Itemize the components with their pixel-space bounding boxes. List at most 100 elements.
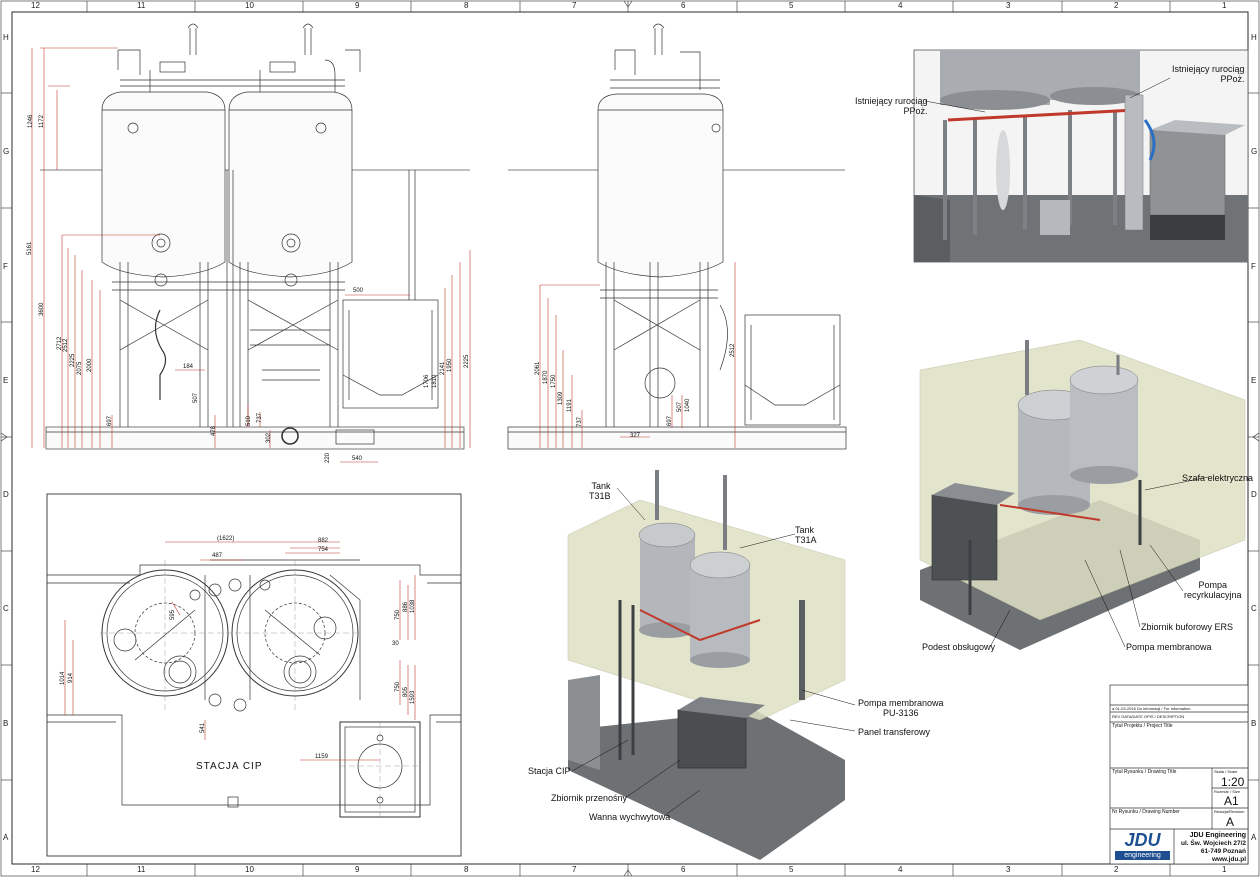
dim-front-2075: 2075 — [77, 361, 83, 375]
title-block-drawing-title-label: Tytuł Rysunku / Drawing Title — [1112, 769, 1177, 775]
drawing-border — [11, 11, 1249, 865]
grid-col-4-bottom: 4 — [898, 865, 903, 874]
dim-front-2000: 2000 — [87, 358, 93, 372]
dim-front-2225: 2225 — [70, 353, 76, 367]
front-elevation-view — [40, 23, 470, 450]
dim-side-1040: 1040 — [685, 398, 691, 412]
isometric-view-right — [919, 339, 1246, 650]
dim-side-737: 737 — [577, 416, 583, 427]
dim-plan-750-lower: 750 — [395, 681, 401, 692]
dim-side-697: 697 — [667, 415, 673, 426]
grid-col-11-bottom: 11 — [137, 865, 146, 874]
grid-col-9-bottom: 9 — [355, 865, 360, 874]
label-pompa-membranowa: Pompa membranowa — [1126, 642, 1212, 652]
label-stacja-cip: Stacja CIP — [528, 766, 571, 776]
dim-plan-1038: 1038 — [410, 599, 416, 613]
title-block-frame — [1109, 684, 1249, 865]
dim-side-1191: 1191 — [567, 399, 573, 412]
title-block-scale-value: 1:20 — [1221, 775, 1245, 789]
grid-col-7-bottom: 7 — [572, 865, 577, 874]
grid-row-a-right: A — [1251, 833, 1257, 842]
dim-front-507: 507 — [193, 392, 199, 403]
dim-plan-886: 886 — [403, 601, 409, 612]
jdu-logo-subtext: engineering — [1115, 851, 1170, 860]
grid-col-5-bottom: 5 — [789, 865, 794, 874]
grid-col-8: 8 — [464, 1, 469, 10]
grid-col-4: 4 — [898, 1, 903, 10]
title-block-revision-value: A — [1226, 815, 1235, 829]
label-szafa-elektryczna: Szafa elektryczna — [1182, 473, 1254, 483]
dim-plan-882: 882 — [318, 538, 329, 544]
title-block-size-label: Rozmiar / Size — [1214, 789, 1241, 794]
dim-front-478: 478 — [211, 425, 217, 436]
grid-col-11: 11 — [137, 1, 146, 10]
grid-col-12-bottom: 12 — [31, 865, 40, 874]
isometric-view-detail — [913, 49, 1249, 263]
dim-plan-595: 595 — [170, 609, 176, 620]
title-block-project-title-label: Tytuł Projektu / Project Title — [1112, 723, 1173, 729]
dim-plan-805: 805 — [403, 686, 409, 697]
grid-col-1-bottom: 1 — [1222, 865, 1227, 874]
dim-plan-1014: 1014 — [60, 671, 66, 685]
dim-plan-1159: 1159 — [315, 754, 328, 760]
leader-lines — [571, 77, 1209, 817]
grid-row-g-right: G — [1251, 147, 1258, 156]
dim-front-2512: 2512 — [63, 338, 69, 352]
label-wanna-wychwytowa: Wanna wychwytowa — [589, 812, 671, 822]
dim-front-3600: 3600 — [39, 302, 45, 316]
side-elevation-view — [507, 23, 847, 450]
grid-row-a: A — [3, 833, 9, 842]
title-block-rev-row: a 01-03-2016 Do informacji / For informa… — [1112, 706, 1191, 711]
dim-front-697: 697 — [107, 415, 113, 426]
company-name: JDU Engineering — [1189, 832, 1246, 839]
grid-row-c-right: C — [1251, 604, 1257, 613]
grid-col-1: 1 — [1222, 1, 1227, 10]
dim-plan-1593: 1593 — [410, 690, 416, 704]
grid-col-6-bottom: 6 — [681, 865, 686, 874]
label-podest-obslugowy: Podest obsługowy — [922, 642, 996, 652]
dim-front-220: 220 — [325, 452, 331, 463]
dim-front-510: 510 — [246, 415, 252, 426]
grid-col-2: 2 — [1114, 1, 1119, 10]
grid-col-5: 5 — [789, 1, 794, 10]
dim-front-1810: 1810 — [432, 374, 438, 388]
stacja-cip-label: STACJA CIP — [196, 761, 263, 772]
grid-row-b-right: B — [1251, 719, 1257, 728]
title-block-drawing-number-label: Nr Rysunku / Drawing Number — [1112, 809, 1180, 815]
dim-side-2512: 2512 — [730, 343, 736, 357]
dim-front-184: 184 — [183, 364, 194, 370]
company-city: 61-749 Poznań — [1200, 848, 1246, 855]
grid-row-b: B — [3, 719, 9, 728]
jdu-logo-text: JDU — [1124, 830, 1161, 850]
grid-col-2-bottom: 2 — [1114, 865, 1119, 874]
front-dimension-lines — [31, 47, 471, 463]
dim-front-1706: 1706 — [424, 374, 430, 388]
dim-front-500: 500 — [353, 288, 364, 294]
dim-front-1950: 1950 — [447, 358, 453, 372]
title-block-scale-label: Skala / Scale — [1214, 769, 1238, 774]
dim-plan-30: 30 — [392, 641, 399, 647]
grid-col-3: 3 — [1006, 1, 1011, 10]
label-pompa-recyrkulacyjna: Pompa recyrkulacyjna — [1184, 580, 1242, 600]
grid-row-h-right: H — [1251, 33, 1257, 42]
dim-plan-914: 914 — [68, 672, 74, 683]
title-block-rev-header: REV DATA/DATE OPIS / DESCRIPTION — [1112, 714, 1185, 719]
jdu-logo: JDU engineering — [1115, 831, 1170, 862]
dim-side-327: 327 — [630, 433, 641, 439]
dim-side-1750: 1750 — [551, 374, 557, 388]
grid-row-d: D — [3, 490, 9, 499]
title-block-size-value: A1 — [1224, 794, 1239, 808]
dim-side-2061: 2061 — [535, 361, 541, 375]
dim-front-737: 737 — [257, 412, 263, 423]
plan-view — [46, 493, 462, 857]
dim-front-2141: 2141 — [440, 361, 446, 375]
grid-col-8-bottom: 8 — [464, 865, 469, 874]
dim-plan-541: 541 — [200, 722, 206, 733]
plan-dimension-lines — [64, 541, 416, 761]
grid-col-9: 9 — [355, 1, 360, 10]
grid-row-e: E — [3, 376, 9, 385]
grid-col-6: 6 — [681, 1, 686, 10]
dim-side-507: 507 — [677, 401, 683, 412]
dim-plan-487: 487 — [212, 553, 223, 559]
dim-plan-1622: (1622) — [217, 536, 235, 542]
